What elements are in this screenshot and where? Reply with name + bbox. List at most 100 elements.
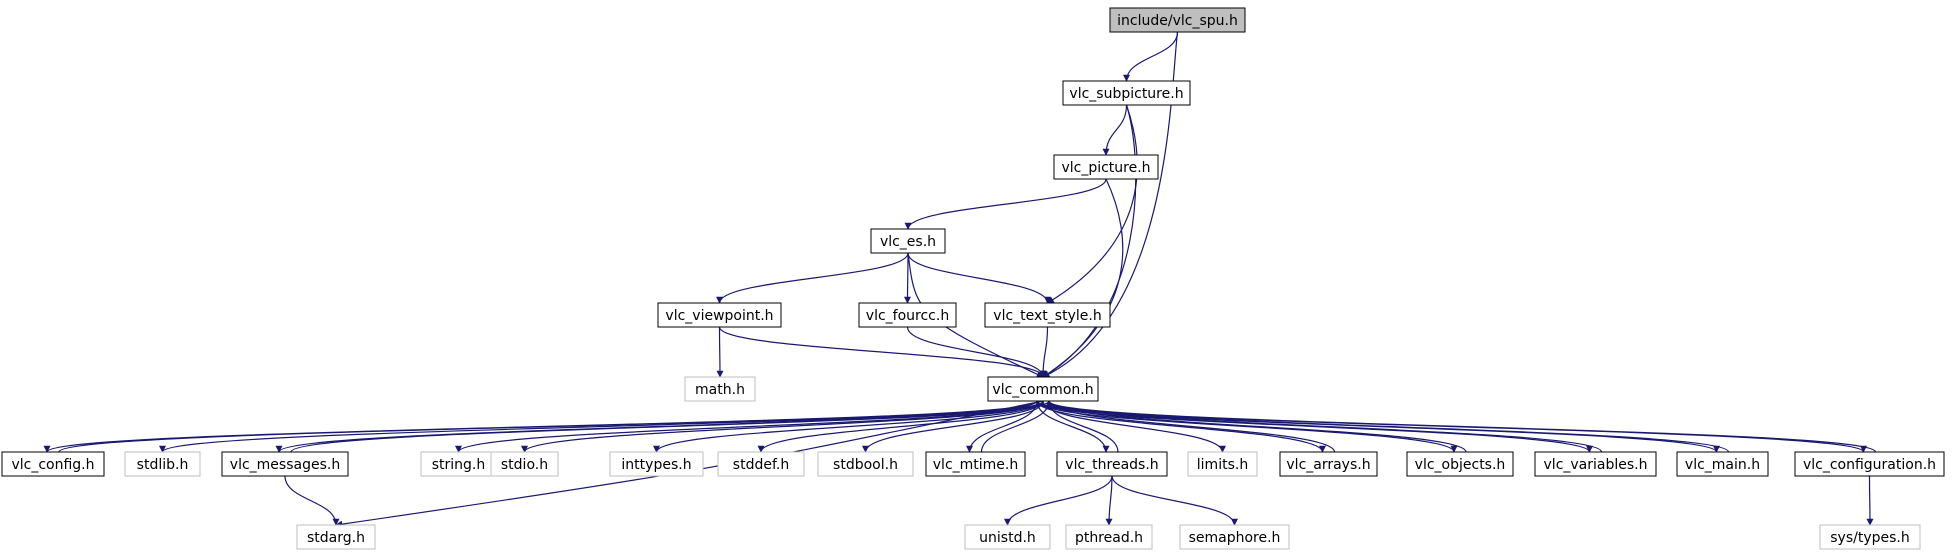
node-label: vlc_arrays.h	[1286, 457, 1370, 473]
edge-vlc_viewpoint-to-vlc_common	[718, 326, 1047, 378]
node-box	[221, 451, 349, 477]
node-box	[964, 524, 1051, 550]
node-vlc-mtime[interactable]: vlc_mtime.h	[925, 451, 1026, 477]
node-label: include/vlc_spu.h	[1117, 13, 1238, 29]
node-label: stdio.h	[501, 457, 548, 473]
edge-vlc_common-to-vlc_arrays	[1036, 400, 1326, 453]
edge-vlc_es-to-vlc_text_style	[907, 252, 1051, 304]
node-math: math.h	[684, 376, 756, 402]
edge-vlc_fourcc-to-vlc_common	[906, 326, 1047, 378]
node-vlc-picture[interactable]: vlc_picture.h	[1053, 154, 1159, 180]
node-vlc-subpicture[interactable]: vlc_subpicture.h	[1062, 80, 1191, 106]
node-box	[987, 376, 1099, 402]
node-limits: limits.h	[1187, 451, 1258, 477]
node-label: vlc_config.h	[11, 457, 94, 473]
node-vlc-fourcc[interactable]: vlc_fourcc.h	[858, 302, 957, 328]
node-box	[1534, 451, 1657, 477]
node-label: string.h	[432, 457, 486, 473]
node-label: vlc_configuration.h	[1803, 457, 1936, 473]
node-vlc-main[interactable]: vlc_main.h	[1676, 451, 1769, 477]
node-label: pthread.h	[1075, 530, 1143, 546]
edge-vlc_common-to-vlc_objects	[1036, 400, 1458, 453]
edge-vlc_threads-to-pthread	[1105, 475, 1113, 526]
node-box	[1109, 7, 1246, 33]
node-box	[124, 451, 201, 477]
edge-vlc_threads-to-semaphore	[1111, 475, 1238, 526]
node-label: unistd.h	[979, 530, 1036, 546]
node-box	[1179, 524, 1290, 550]
node-inttypes: inttypes.h	[609, 451, 704, 477]
node-label: vlc_objects.h	[1415, 457, 1506, 473]
node-box	[490, 451, 559, 477]
node-vlc-configuration[interactable]: vlc_configuration.h	[1794, 451, 1945, 477]
node-vlc-viewpoint[interactable]: vlc_viewpoint.h	[657, 302, 782, 328]
edge-vlc_subpicture-to-vlc_text_style	[1046, 104, 1138, 304]
edge-vlc_common-to-vlc_threads	[1036, 400, 1110, 453]
node-stdlib: stdlib.h	[124, 451, 201, 477]
node-vlc-spu[interactable]: include/vlc_spu.h	[1109, 7, 1246, 33]
node-box	[1056, 451, 1168, 477]
edge-vlc_common-to-stdlib	[159, 400, 1044, 453]
node-vlc-objects[interactable]: vlc_objects.h	[1406, 451, 1514, 477]
node-vlc-arrays[interactable]: vlc_arrays.h	[1279, 451, 1378, 477]
node-label: math.h	[695, 382, 745, 398]
edge-vlc_common-to-string	[455, 400, 1044, 453]
node-label: vlc_viewpoint.h	[665, 308, 773, 324]
node-box	[1279, 451, 1378, 477]
node-vlc-config[interactable]: vlc_config.h	[1, 451, 105, 477]
node-vlc-messages[interactable]: vlc_messages.h	[221, 451, 349, 477]
node-box	[858, 302, 957, 328]
node-box	[684, 376, 756, 402]
node-box	[717, 451, 805, 477]
node-label: sys/types.h	[1830, 530, 1909, 546]
edge-vlc_es-to-vlc_viewpoint	[716, 252, 909, 304]
edge-vlc_common-to-inttypes	[653, 400, 1044, 453]
edge-vlc_common-to-vlc_mtime	[966, 400, 1038, 453]
node-label: vlc_picture.h	[1061, 160, 1150, 176]
node-box	[420, 451, 497, 477]
node-box	[925, 451, 1026, 477]
node-semaphore: semaphore.h	[1179, 524, 1290, 550]
node-label: vlc_threads.h	[1065, 457, 1158, 473]
node-label: limits.h	[1197, 457, 1248, 473]
edge-vlc_configuration-to-vlc_common	[1045, 400, 1877, 453]
node-box	[1676, 451, 1769, 477]
node-label: vlc_mtime.h	[933, 457, 1018, 473]
edge-vlc_common-to-stdio	[521, 400, 1044, 453]
edge-vlc_viewpoint-to-math	[716, 326, 724, 378]
node-box	[870, 228, 946, 254]
node-vlc-variables[interactable]: vlc_variables.h	[1534, 451, 1657, 477]
node-vlc-threads[interactable]: vlc_threads.h	[1056, 451, 1168, 477]
node-label: inttypes.h	[621, 457, 691, 473]
edge-vlc_spu-to-vlc_subpicture	[1123, 31, 1179, 82]
edge-vlc_configuration-to-sys_types	[1866, 475, 1874, 526]
node-pthread: pthread.h	[1065, 524, 1153, 550]
node-box	[1, 451, 105, 477]
node-label: vlc_text_style.h	[993, 308, 1101, 324]
edge-vlc_common-to-stddef	[757, 400, 1044, 453]
node-sys-types: sys/types.h	[1819, 524, 1921, 550]
node-unistd: unistd.h	[964, 524, 1051, 550]
edge-vlc_messages-to-stdarg	[284, 475, 340, 526]
node-box	[1187, 451, 1258, 477]
node-box	[1406, 451, 1514, 477]
nodes-layer: include/vlc_spu.h vlc_subpicture.h vlc_pic…	[1, 7, 1945, 550]
node-vlc-common[interactable]: vlc_common.h	[987, 376, 1099, 402]
edge-vlc_common-to-stdbool	[862, 400, 1044, 453]
node-box	[1794, 451, 1945, 477]
node-box	[1819, 524, 1921, 550]
edge-vlc_picture-to-vlc_es	[904, 178, 1107, 230]
node-vlc-es[interactable]: vlc_es.h	[870, 228, 946, 254]
node-stddef: stddef.h	[717, 451, 805, 477]
node-box	[1065, 524, 1153, 550]
node-vlc-text-style[interactable]: vlc_text_style.h	[984, 302, 1111, 328]
node-string: string.h	[420, 451, 497, 477]
node-label: stdbool.h	[833, 457, 898, 473]
edge-vlc_main-to-vlc_common	[1045, 400, 1730, 453]
edge-vlc_spu-to-vlc_common	[1042, 31, 1179, 378]
node-box	[817, 451, 914, 477]
node-label: vlc_main.h	[1685, 457, 1760, 473]
edge-vlc_es-to-vlc_fourcc	[904, 252, 912, 304]
edge-vlc_picture-to-vlc_common	[1042, 178, 1124, 378]
